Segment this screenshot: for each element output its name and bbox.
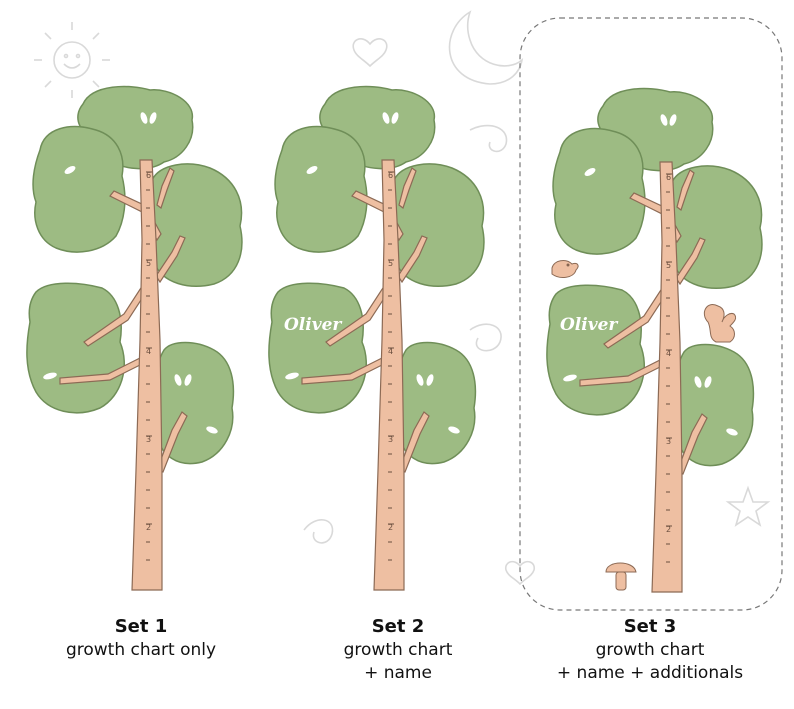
- sun-icon: [34, 22, 110, 98]
- swirl-icon: [469, 124, 508, 153]
- set-3-description-line-1: growth chart: [595, 640, 705, 660]
- ruler-mark-3-3: 3: [666, 437, 671, 446]
- ruler-mark-2-2: 2: [388, 523, 393, 532]
- swirl-icon: [469, 323, 502, 352]
- ruler-mark-2-5: 5: [388, 259, 393, 268]
- star-icon: [725, 485, 771, 527]
- ruler-mark-1-6: 6: [146, 171, 151, 180]
- heart-icon: [352, 38, 388, 68]
- mushroom-icon: [605, 562, 637, 591]
- set-3-caption: Set 3 growth chart + name + additionals: [530, 615, 770, 685]
- ruler-mark-3-4: 4: [666, 349, 671, 358]
- name-label-set-2: Oliver: [284, 315, 342, 335]
- ruler-mark-1-5: 5: [146, 259, 151, 268]
- name-label-set-3: Oliver: [560, 315, 618, 335]
- moon-icon: [448, 10, 524, 85]
- bird-icon: [551, 260, 579, 278]
- tree-set-1: [26, 85, 243, 591]
- ruler-mark-1-2: 2: [146, 523, 151, 532]
- set-1-description: growth chart only: [65, 640, 217, 660]
- set-2-description-line-2: + name: [364, 663, 432, 683]
- ruler-mark-2-3: 3: [388, 435, 393, 444]
- tree-set-2: [268, 85, 485, 591]
- set-3-description-line-2: + name + additionals: [556, 663, 744, 683]
- set-2-title: Set 2: [371, 616, 425, 637]
- swirl-icon: [303, 519, 334, 544]
- ruler-mark-1-3: 3: [146, 435, 151, 444]
- ruler-mark-2-6: 6: [388, 171, 393, 180]
- ruler-mark-3-6: 6: [666, 173, 671, 182]
- ruler-mark-1-4: 4: [146, 347, 151, 356]
- ruler-mark-3-5: 5: [666, 261, 671, 270]
- set-3-frame: [519, 17, 783, 611]
- set-2-caption: Set 2 growth chart + name: [278, 615, 518, 685]
- set-1-caption: Set 1 growth chart only: [21, 615, 261, 662]
- set-1-title: Set 1: [114, 616, 168, 637]
- ruler-mark-2-4: 4: [388, 347, 393, 356]
- squirrel-icon: [703, 304, 737, 343]
- set-3-title: Set 3: [623, 616, 677, 637]
- heart-icon: [504, 560, 536, 586]
- ruler-mark-3-2: 2: [666, 525, 671, 534]
- set-2-description-line-1: growth chart: [343, 640, 453, 660]
